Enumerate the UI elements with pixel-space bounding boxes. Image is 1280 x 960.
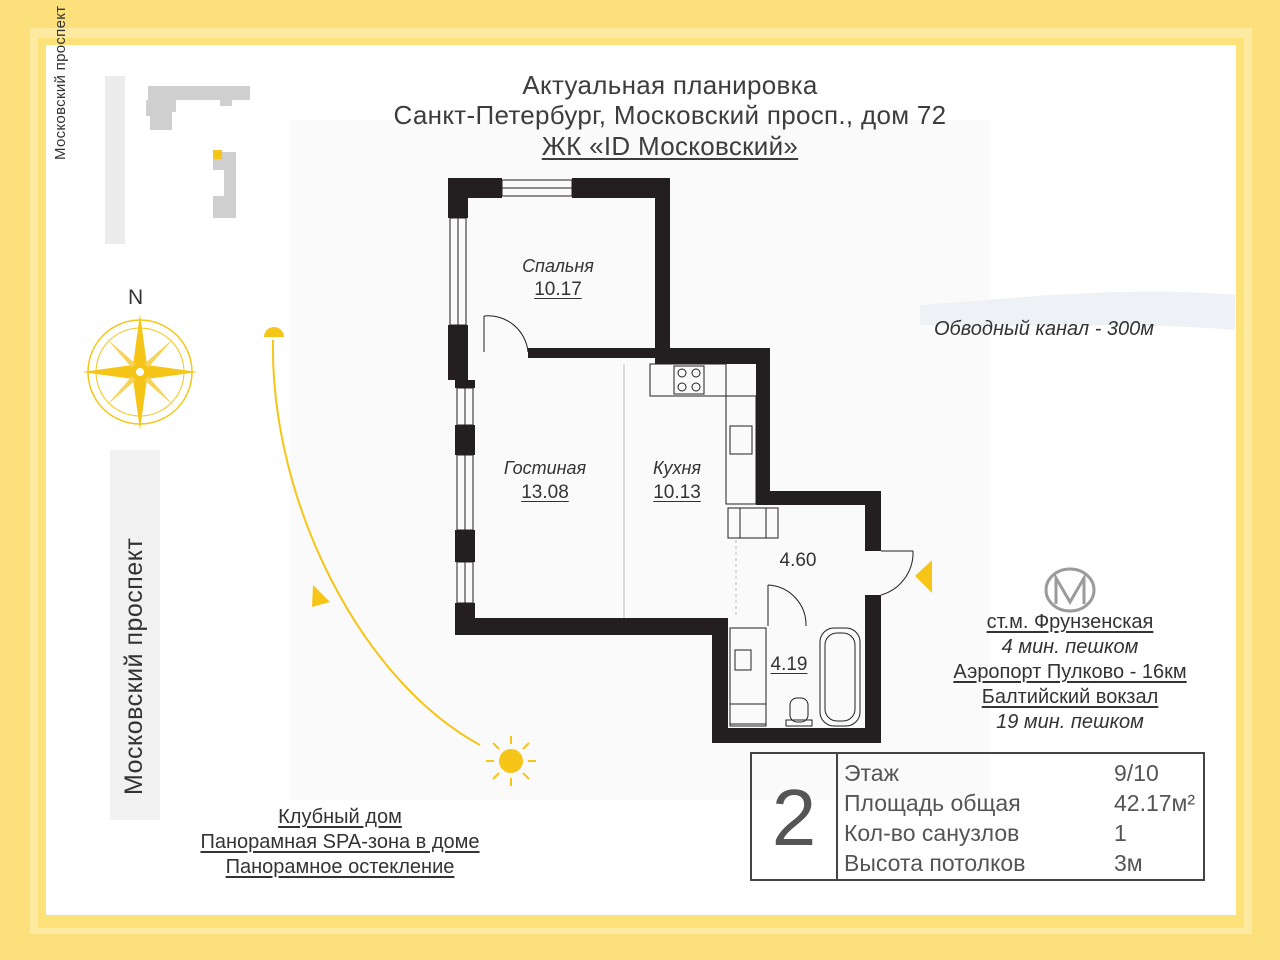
airport-distance: Аэропорт Пулково - 16км [953, 661, 1187, 683]
info-label-floor: Этаж [844, 760, 899, 786]
info-value-bathrooms: 1 [1114, 820, 1127, 846]
room-living-area: 13.08 [521, 482, 569, 503]
entrance-arrow-icon [915, 560, 932, 593]
room-living-name: Гостиная [503, 458, 587, 478]
rooms-count: 2 [752, 754, 838, 879]
room-hall-area: 4.60 [779, 550, 817, 571]
canal-shape [920, 291, 1235, 330]
room-bath-area: 4.19 [770, 654, 808, 675]
compass-icon [82, 314, 198, 430]
info-value-floor: 9/10 [1114, 760, 1159, 786]
info-value-area: 42.17м² [1114, 790, 1196, 816]
transport-info: ст.м. Фрунзенская 4 мин. пешком Аэропорт… [910, 610, 1230, 735]
metro-walk: 4 мин. пешком [1001, 636, 1139, 658]
room-bedroom-area: 10.17 [534, 279, 582, 300]
street-label-small: Московский проспект [52, 5, 69, 160]
furniture [483, 315, 914, 727]
info-table: 2 Этаж 9/10 Площадь общая 42.17м² Кол-во… [750, 752, 1205, 881]
sun-icon [486, 736, 536, 786]
station-walk: 19 мин. пешком [996, 711, 1144, 733]
info-label-area: Площадь общая [844, 790, 1021, 816]
header-complex: ЖК «ID Московский» [541, 131, 799, 161]
walls [448, 178, 881, 743]
railway-station: Балтийский вокзал [981, 686, 1159, 708]
street-label-big: Московский проспект [120, 537, 148, 795]
info-value-ceiling: 3м [1114, 850, 1143, 876]
header-address: Санкт-Петербург, Московский просп., дом … [393, 100, 947, 130]
features-list: Клубный дом Панорамная SPA-зона в доме П… [160, 805, 520, 880]
windows [449, 179, 573, 604]
site-map [105, 76, 250, 244]
info-label-bathrooms: Кол-во санузлов [844, 820, 1020, 846]
feature-item: Панорамное остекление [225, 856, 455, 878]
metro-icon [1044, 567, 1096, 613]
room-kitchen-name: Кухня [653, 458, 701, 478]
feature-item: Клубный дом [278, 806, 402, 828]
info-label-ceiling: Высота потолков [844, 850, 1026, 876]
street-shading [110, 450, 160, 820]
compass-north-label: N [128, 286, 144, 309]
sun-path [264, 327, 481, 746]
metro-station: ст.м. Фрунзенская [986, 611, 1154, 633]
canal-label: Обводный канал - 300м [934, 318, 1154, 340]
room-bedroom-name: Спальня [522, 256, 594, 276]
room-kitchen-area: 10.13 [653, 482, 701, 503]
header-title: Актуальная планировка [522, 70, 818, 100]
feature-item: Панорамная SPA-зона в доме [200, 831, 480, 853]
